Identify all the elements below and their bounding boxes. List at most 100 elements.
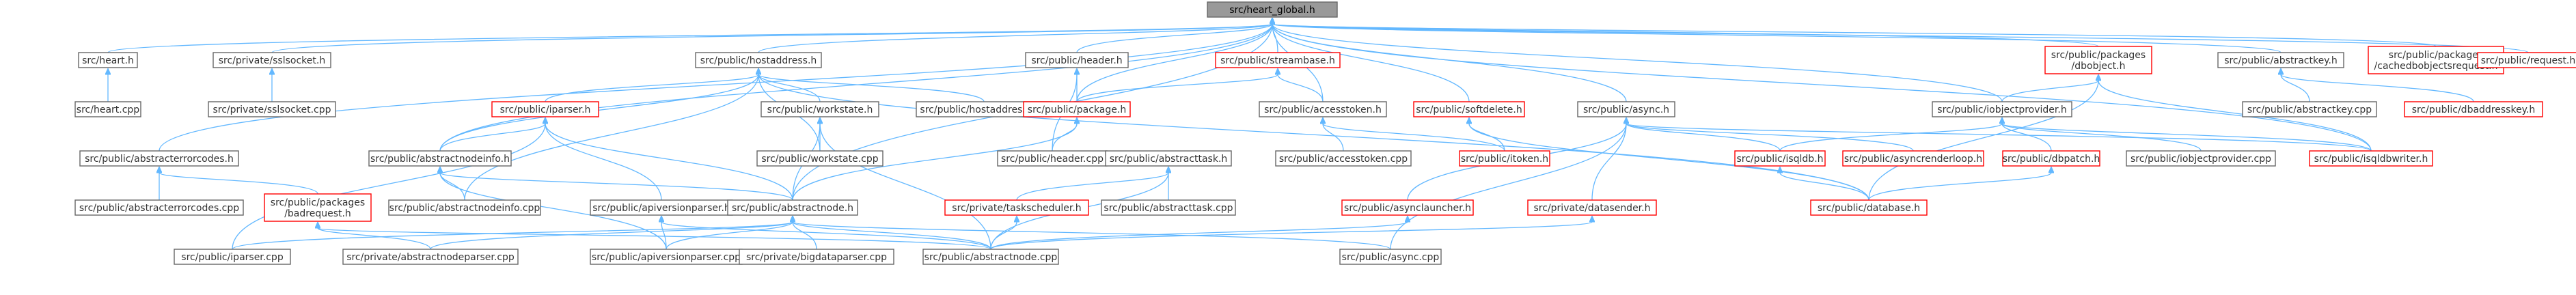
node-label: src/private/abstractnodeparser.cpp xyxy=(346,252,515,263)
graph-node-dbpatch-h[interactable]: src/public/dbpatch.h xyxy=(2002,150,2100,167)
graph-edge-accesstoken-h-to-itoken-h xyxy=(1323,124,1505,152)
edge-path xyxy=(1272,24,2099,47)
graph-node-workstate-h[interactable]: src/public/workstate.h xyxy=(761,101,879,117)
edge-path xyxy=(1076,74,1278,102)
graph-node-dbaddresskey-h[interactable]: src/public/dbaddresskey.h xyxy=(2404,101,2543,117)
graph-node-header-h[interactable]: src/public/header.h xyxy=(1025,52,1129,68)
node-box xyxy=(1275,150,1412,167)
graph-node-apiversionparser-cpp[interactable]: src/public/apiversionparser.cpp xyxy=(590,249,743,265)
graph-node-isqldb-h[interactable]: src/public/isqldb.h xyxy=(1734,150,1826,167)
graph-node-badrequest-h[interactable]: src/public/packages/badrequest.h xyxy=(264,193,372,222)
graph-node-hostaddress-cpp[interactable]: src/public/hostaddress.cpp xyxy=(916,101,1052,117)
graph-node-datasender-h[interactable]: src/private/datasender.h xyxy=(1527,199,1657,216)
graph-edge-hostaddress-h-to-workstate-h xyxy=(758,74,821,102)
edge-path xyxy=(990,222,1408,250)
graph-node-header-cpp[interactable]: src/public/header.cpp xyxy=(997,150,1108,167)
node-box xyxy=(2477,52,2576,68)
graph-node-asynclauncher-h[interactable]: src/public/asynclauncher.h xyxy=(1341,199,1474,216)
graph-node-async-cpp[interactable]: src/public/async.cpp xyxy=(1339,249,1442,265)
graph-node-heart-cpp[interactable]: src/heart.cpp xyxy=(74,101,141,117)
node-label: src/public/header.cpp xyxy=(1001,154,1104,165)
graph-edge-abstracttask-h-to-taskscheduler-h xyxy=(1016,173,1168,201)
graph-node-request-h[interactable]: src/public/request.h xyxy=(2477,52,2576,68)
node-box xyxy=(1025,52,1129,68)
graph-node-accesstoken-cpp[interactable]: src/public/accesstoken.cpp xyxy=(1275,150,1412,167)
graph-node-abstracttask-h[interactable]: src/public/abstracttask.h xyxy=(1105,150,1232,167)
graph-edge-async-h-to-async-cpp xyxy=(1390,124,1626,250)
node-box xyxy=(2217,52,2344,68)
graph-node-abstracterrorcodes-h[interactable]: src/public/abstracterrorcodes.h xyxy=(79,150,239,167)
node-label: src/private/bigdataparser.cpp xyxy=(746,252,887,263)
graph-node-package-h[interactable]: src/public/package.h xyxy=(1023,101,1131,117)
graph-edge-iobjectprovider-h-to-dbpatch-h xyxy=(2002,124,2052,152)
node-box xyxy=(2404,101,2543,117)
graph-node-taskscheduler-h[interactable]: src/private/taskscheduler.h xyxy=(944,199,1089,216)
graph-node-iobjectprovider-cpp[interactable]: src/public/iobjectprovider.cpp xyxy=(2126,150,2276,167)
graph-node-abstractkey-h[interactable]: src/public/abstractkey.h xyxy=(2217,52,2344,68)
graph-edge-dbobject-h-to-iobjectprovider-h xyxy=(2001,81,2098,102)
graph-node-workstate-cpp[interactable]: src/public/workstate.cpp xyxy=(756,150,883,167)
node-box xyxy=(79,150,239,167)
graph-node-abstractnodeinfo-h[interactable]: src/public/abstractnodeinfo.h xyxy=(368,150,512,167)
graph-edge-heart-global-to-hostaddress-h xyxy=(758,24,1272,53)
graph-node-softdelete-h[interactable]: src/public/softdelete.h xyxy=(1413,101,1525,117)
graph-node-apiversionparser-h[interactable]: src/public/apiversionparser.h xyxy=(590,199,733,216)
graph-node-sslsocket-cpp[interactable]: src/private/sslsocket.cpp xyxy=(208,101,336,117)
node-label: src/public/softdelete.h xyxy=(1416,104,1522,115)
graph-node-async-h[interactable]: src/public/async.h xyxy=(1577,101,1675,117)
graph-node-heart[interactable]: src/heart.h xyxy=(78,52,138,68)
graph-edge-heart-global-to-heart xyxy=(107,24,1272,53)
node-label: src/public/hostaddress.h xyxy=(700,55,817,66)
graph-node-abstractkey-cpp[interactable]: src/public/abstractkey.cpp xyxy=(2242,101,2377,117)
node-box xyxy=(1339,249,1442,265)
graph-node-abstracterrorcodes-cpp[interactable]: src/public/abstracterrorcodes.cpp xyxy=(74,199,244,216)
graph-node-itoken-h[interactable]: src/public/itoken.h xyxy=(1459,150,1550,167)
graph-edge-badrequest-h-to-abstractnodeparser-cpp xyxy=(318,228,431,250)
edge-path xyxy=(758,74,1869,201)
graph-node-isqldbwriter-h[interactable]: src/public/isqldbwriter.h xyxy=(2309,150,2433,167)
graph-edge-heart-global-to-dbobject-h xyxy=(1272,24,2099,47)
graph-node-abstractnodeinfo-cpp[interactable]: src/public/abstractnodeinfo.cpp xyxy=(388,199,541,216)
edge-path xyxy=(159,173,318,195)
graph-node-iobjectprovider-h[interactable]: src/public/iobjectprovider.h xyxy=(1932,101,2072,117)
graph-node-iparser-h[interactable]: src/public/iparser.h xyxy=(491,101,599,117)
edge-path xyxy=(2001,81,2098,102)
graph-node-abstractnode-h[interactable]: src/public/abstractnode.h xyxy=(727,199,858,216)
graph-node-hostaddress-h[interactable]: src/public/hostaddress.h xyxy=(695,52,822,68)
graph-node-abstracttask-cpp[interactable]: src/public/abstracttask.cpp xyxy=(1101,199,1236,216)
node-label: src/public/accesstoken.cpp xyxy=(1279,154,1408,165)
node-box xyxy=(1527,199,1657,216)
graph-node-database-h[interactable]: src/public/database.h xyxy=(1810,199,1928,216)
graph-edge-abstractnodeinfo-h-to-apiversionparser-cpp xyxy=(440,173,667,250)
edge-path xyxy=(990,222,1017,250)
graph-node-iparser-cpp[interactable]: src/public/iparser.cpp xyxy=(174,249,291,265)
graph-node-abstractnodeparser-cpp[interactable]: src/private/abstractnodeparser.cpp xyxy=(342,249,519,265)
edge-path xyxy=(107,24,1272,53)
graph-node-abstractnode-cpp[interactable]: src/public/abstractnode.cpp xyxy=(922,249,1059,265)
node-box xyxy=(1577,101,1675,117)
node-box xyxy=(2126,150,2276,167)
edge-path xyxy=(1868,173,2051,201)
graph-edge-abstractnode-h-to-apiversionparser-cpp xyxy=(666,222,793,250)
edge-path xyxy=(232,124,545,250)
graph-node-asyncrenderloop-h[interactable]: src/public/asyncrenderloop.h xyxy=(1842,150,1984,167)
graph-node-sslsocket-h[interactable]: src/private/sslsocket.h xyxy=(213,52,331,68)
node-label: src/private/datasender.h xyxy=(1534,203,1651,214)
graph-edge-heart-global-to-sslsocket-h xyxy=(271,24,1272,53)
graph-node-streambase-h[interactable]: src/public/streambase.h xyxy=(1215,52,1341,68)
graph-node-dbobject-h[interactable]: src/public/packages/dbobject.h xyxy=(2044,46,2152,74)
node-label: src/public/dbpatch.h xyxy=(2003,154,2100,165)
node-label: src/public/iobjectprovider.h xyxy=(1937,104,2066,115)
graph-edge-package-h-to-abstractnode-h xyxy=(792,124,1077,201)
graph-edge-iparser-h-to-apiversionparser-h xyxy=(545,124,662,201)
graph-edge-streambase-h-to-accesstoken-h xyxy=(1278,74,1324,102)
node-box xyxy=(922,249,1059,265)
edge-path xyxy=(545,124,662,201)
node-label: src/public/workstate.cpp xyxy=(761,154,878,165)
graph-node-accesstoken-h[interactable]: src/public/accesstoken.h xyxy=(1259,101,1387,117)
graph-node-bigdataparser-cpp[interactable]: src/private/bigdataparser.cpp xyxy=(739,249,894,265)
edge-path xyxy=(439,74,758,152)
edge-path xyxy=(318,228,991,250)
edge-path xyxy=(990,222,1592,250)
edge-path xyxy=(545,74,758,102)
